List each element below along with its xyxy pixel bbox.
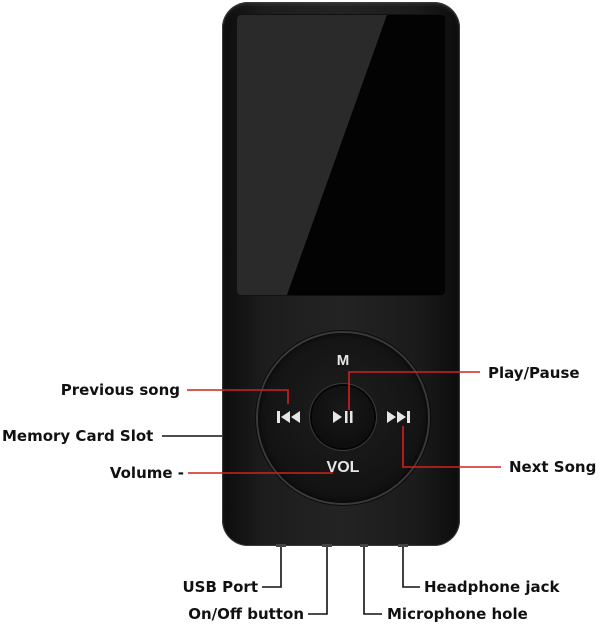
previous-track-icon[interactable] bbox=[276, 409, 302, 425]
callout-line-on-off bbox=[308, 546, 328, 615]
label-play-pause: Play/Pause bbox=[488, 364, 580, 382]
play-pause-button[interactable] bbox=[312, 386, 374, 448]
label-microphone-hole: Microphone hole bbox=[387, 605, 528, 623]
display-screen bbox=[237, 15, 445, 295]
callout-line-usb-port bbox=[262, 546, 282, 588]
control-wheel[interactable]: M VOL bbox=[258, 333, 428, 503]
callout-line-headphone bbox=[402, 546, 420, 588]
label-previous-song: Previous song bbox=[60, 381, 180, 399]
label-memory-card-slot: Memory Card Slot bbox=[2, 427, 154, 445]
volume-button-label[interactable]: VOL bbox=[326, 459, 360, 476]
play-pause-icon bbox=[333, 411, 353, 423]
next-track-icon[interactable] bbox=[385, 409, 411, 425]
label-on-off-button: On/Off button bbox=[188, 605, 304, 623]
screen-reflection bbox=[237, 15, 445, 295]
menu-button-label[interactable]: M bbox=[336, 352, 350, 369]
label-next-song: Next Song bbox=[509, 458, 597, 476]
label-usb-port: USB Port bbox=[182, 578, 258, 596]
callout-line-microphone bbox=[363, 546, 382, 615]
label-volume-minus: Volume - bbox=[109, 464, 184, 482]
label-headphone-jack: Headphone jack bbox=[424, 578, 560, 596]
mp3-player-body: M VOL bbox=[222, 2, 460, 546]
